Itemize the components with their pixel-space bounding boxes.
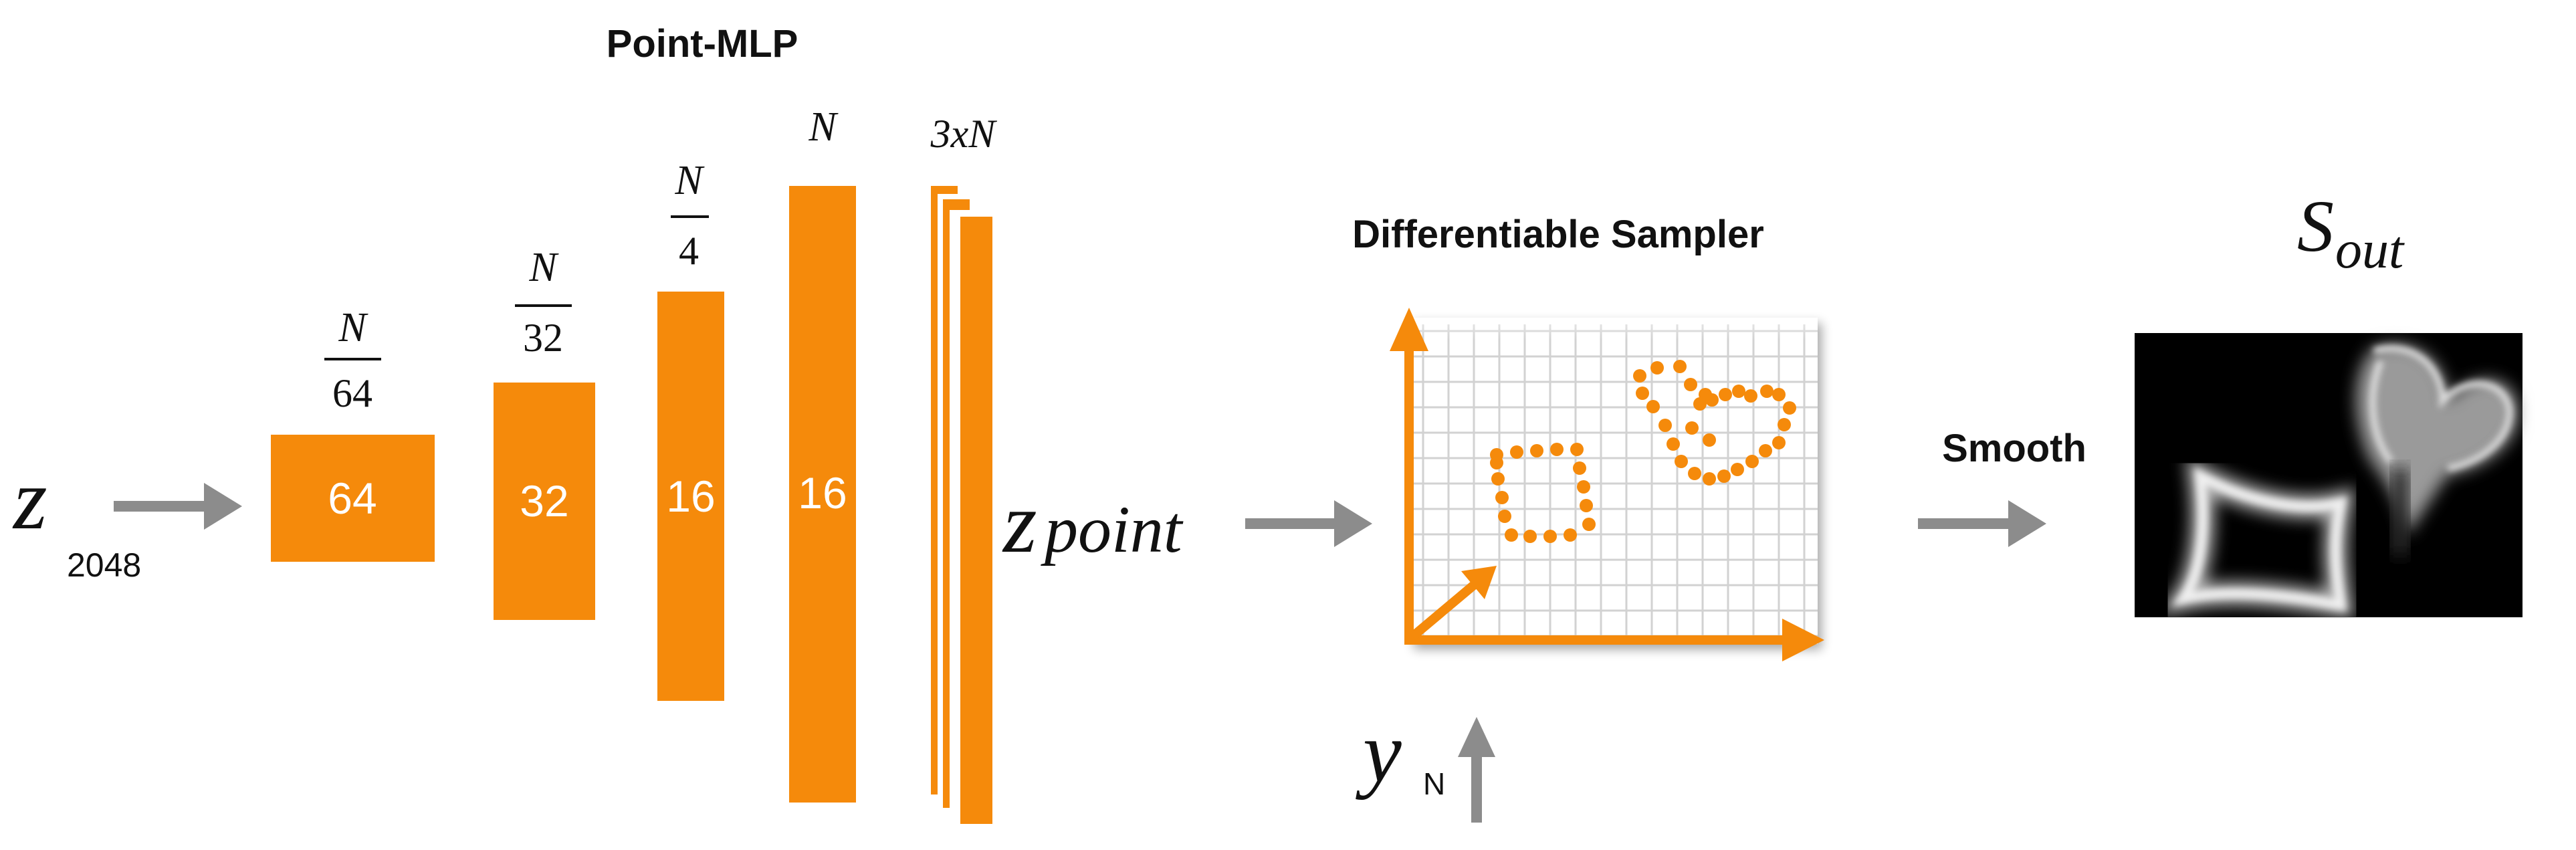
fraction-bar	[671, 215, 709, 218]
zpoint-symbol: z	[1002, 475, 1037, 571]
sample-point	[1550, 443, 1564, 456]
layer-64: N 64 64	[271, 305, 435, 562]
y-input-subscript: N	[1423, 766, 1445, 801]
layer-16b-value: 16	[798, 468, 847, 518]
sample-point	[1759, 444, 1772, 457]
sample-point	[1658, 419, 1672, 432]
sample-point	[1772, 436, 1786, 449]
layer-16a: N 4 16	[657, 158, 724, 701]
right-arrow-icon	[114, 483, 242, 530]
input-subscript: 2048	[67, 546, 141, 584]
sample-point	[1543, 530, 1557, 543]
output-subscript: out	[2335, 221, 2405, 280]
smoothed-output-image	[2135, 333, 2523, 620]
sample-point	[1523, 530, 1537, 543]
sample-point	[1673, 360, 1687, 373]
layer-16b-block	[789, 186, 856, 803]
sample-point	[1577, 480, 1590, 494]
smooth-label: Smooth	[1942, 427, 2086, 470]
zpoint-subscript: point	[1041, 492, 1184, 566]
point-cloud-icon	[1490, 360, 1796, 543]
layer-32-frac-num: N	[528, 245, 559, 290]
sample-point	[1772, 388, 1786, 401]
layer-16a-block	[657, 292, 724, 701]
layer-64-value: 64	[328, 473, 377, 523]
layer-16b-label: N	[808, 104, 839, 150]
stack-sheet-3	[960, 217, 992, 824]
output-stack: 3xN	[930, 112, 998, 824]
sample-point	[1570, 443, 1584, 456]
layer-32-frac-den: 32	[523, 316, 563, 360]
sample-point	[1675, 455, 1688, 468]
sample-point	[1636, 387, 1649, 400]
sample-point	[1633, 369, 1646, 383]
output-symbol: S	[2297, 185, 2334, 267]
sample-point	[1688, 467, 1701, 480]
sample-point	[1573, 461, 1586, 475]
right-arrow-icon	[1918, 500, 2046, 547]
layer-64-block	[271, 435, 435, 562]
sample-point	[1530, 444, 1543, 457]
sample-point	[1646, 400, 1660, 413]
axes-icon	[1390, 308, 1824, 661]
sample-point	[1703, 472, 1716, 486]
sample-point	[1783, 401, 1796, 415]
fraction-bar	[324, 358, 381, 360]
sample-point	[1760, 385, 1774, 398]
layer-16a-frac-num: N	[674, 158, 705, 203]
layer-64-frac-den: 64	[332, 371, 372, 415]
sample-point	[1685, 421, 1699, 435]
layer-32-value: 32	[520, 476, 568, 526]
sample-point	[1582, 518, 1596, 531]
diagram-title: Point-MLP	[607, 22, 798, 66]
sample-point	[1744, 389, 1757, 403]
sample-point	[1684, 378, 1697, 391]
sample-point	[1490, 456, 1503, 469]
stack-label: 3xN	[930, 112, 998, 156]
y-input-symbol: y	[1356, 704, 1402, 801]
right-arrow-icon	[1245, 500, 1372, 547]
input-symbol: z	[12, 451, 47, 548]
fraction-bar	[515, 304, 572, 307]
sample-point	[1705, 393, 1719, 407]
sample-point	[1717, 469, 1731, 483]
sample-point	[1498, 510, 1511, 523]
sample-point	[1505, 528, 1518, 542]
sample-point	[1719, 388, 1732, 401]
layer-32: N 32 32	[494, 245, 595, 620]
sample-point	[1703, 433, 1716, 447]
layer-64-frac-num: N	[338, 305, 368, 350]
sample-point	[1778, 418, 1791, 431]
sample-point	[1491, 472, 1505, 486]
layer-32-block	[494, 383, 595, 620]
sample-point	[1745, 455, 1759, 468]
layer-16a-value: 16	[666, 471, 715, 521]
sampler-title: Differentiable Sampler	[1352, 213, 1764, 256]
sample-point	[1667, 437, 1680, 451]
sample-point	[1495, 491, 1509, 504]
sample-point	[1731, 463, 1744, 476]
sample-point	[1564, 528, 1577, 542]
sampler-panel	[1390, 308, 1824, 661]
layer-16a-frac-den: 4	[679, 229, 699, 273]
sample-point	[1510, 445, 1523, 459]
sample-point	[1580, 499, 1593, 512]
up-arrow-icon	[1458, 717, 1495, 823]
layer-16b: N 16	[789, 104, 856, 803]
sample-point	[1732, 385, 1745, 398]
sample-point	[1650, 361, 1664, 375]
